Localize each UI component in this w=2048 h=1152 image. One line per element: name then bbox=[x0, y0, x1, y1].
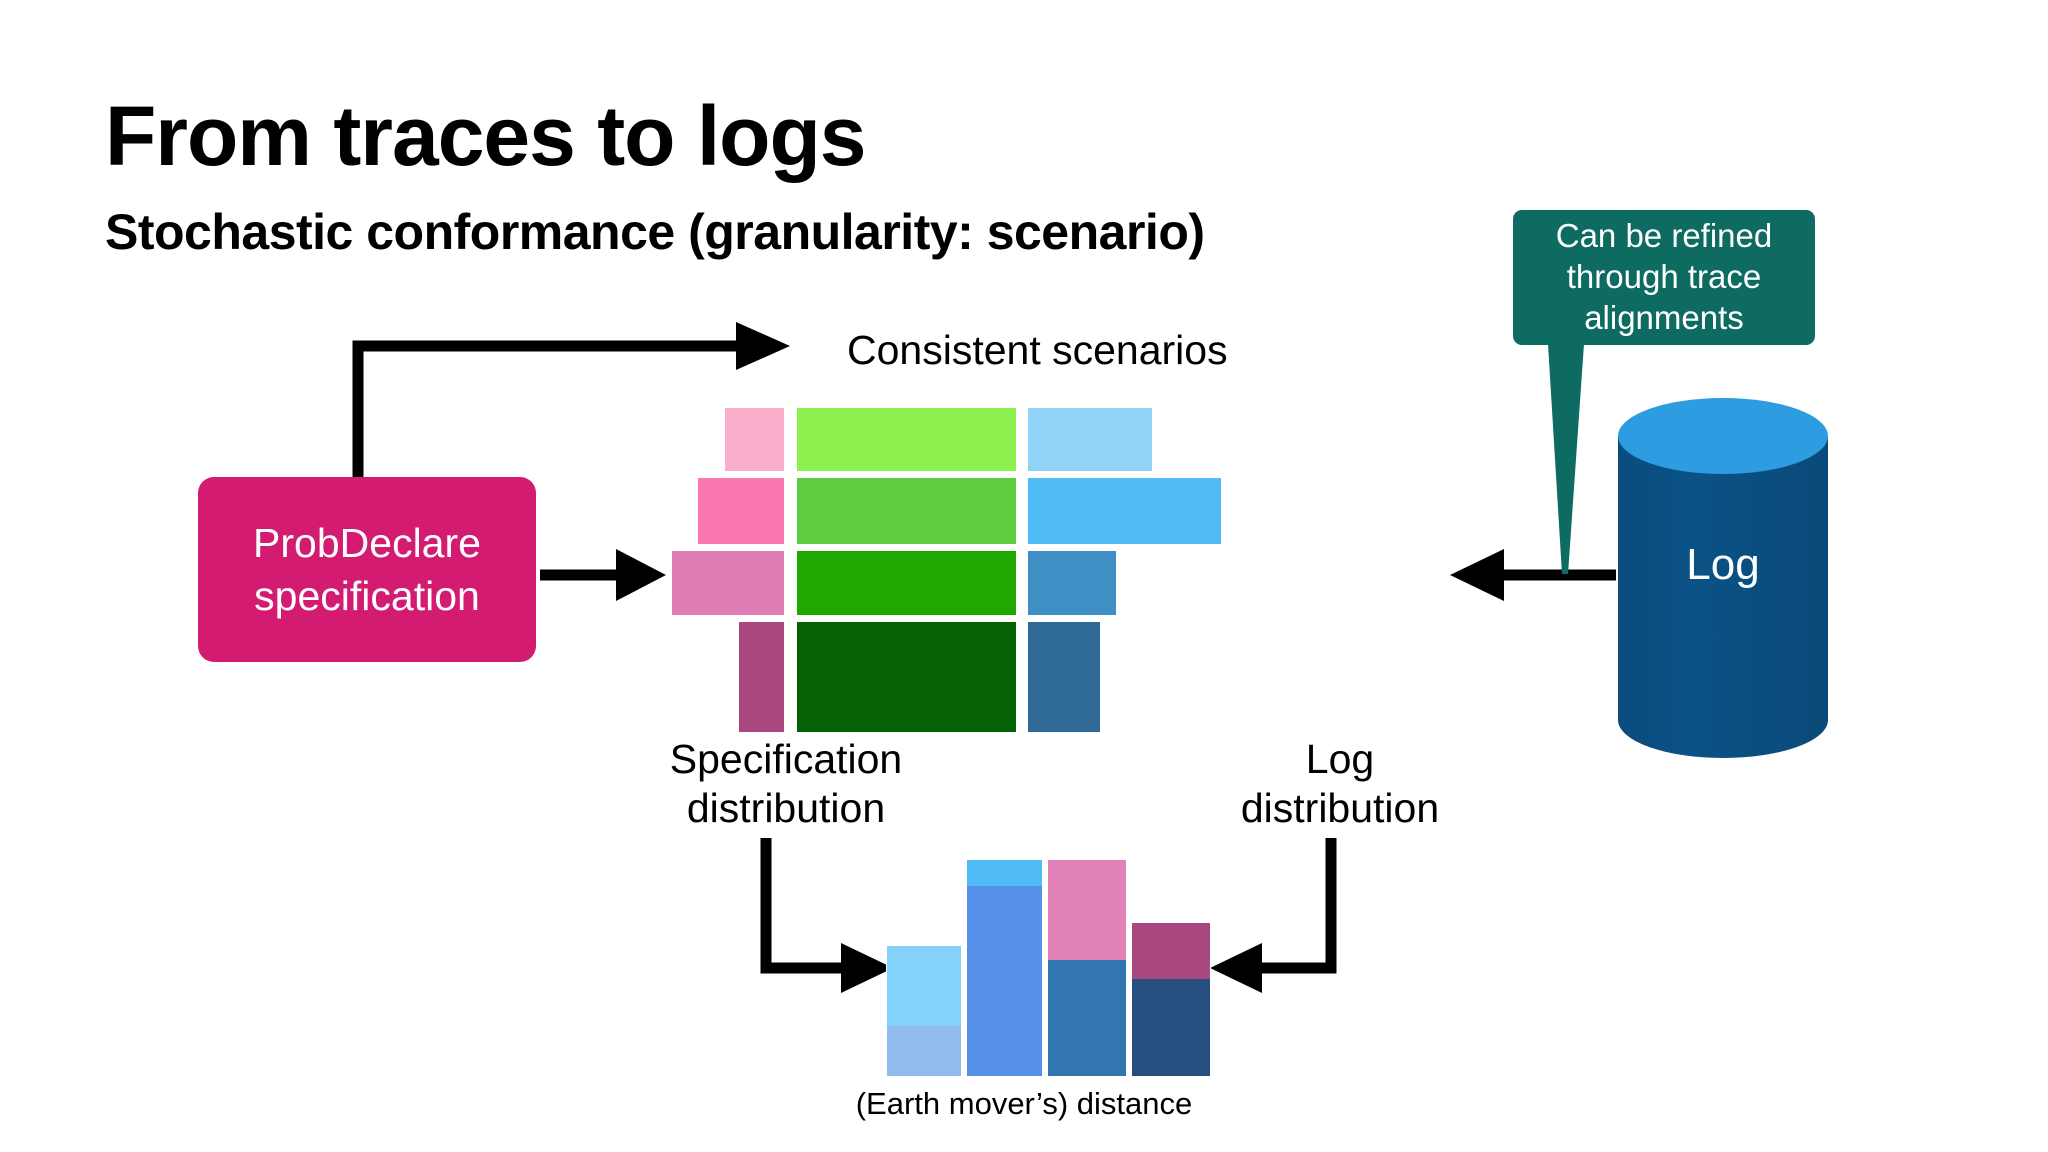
specification-distribution-label: Specification distribution bbox=[636, 735, 936, 833]
trace-alignment-callout: Can be refined through trace alignments bbox=[1513, 210, 1815, 345]
spec-dist-line2: distribution bbox=[686, 785, 886, 832]
arrow-spec-to-consistent bbox=[352, 322, 790, 477]
page-subtitle: Stochastic conformance (granularity: sce… bbox=[105, 204, 1205, 260]
scenario-bar-1 bbox=[795, 406, 1018, 473]
spec-dist-line1: Specification bbox=[669, 736, 903, 782]
log-bar-3 bbox=[1026, 549, 1118, 617]
spec-bar-2 bbox=[696, 476, 786, 546]
probdeclare-specification-box[interactable]: ProbDeclare specification bbox=[198, 477, 536, 662]
emd-bar-1-top bbox=[886, 946, 962, 1026]
emd-bar-2-bottom bbox=[966, 886, 1043, 1076]
emd-bar-1-bottom bbox=[886, 1026, 962, 1076]
spec-box-label: ProbDeclare specification bbox=[253, 517, 481, 622]
log-dist-line1: Log bbox=[1305, 736, 1375, 782]
emd-bar-1 bbox=[886, 946, 962, 1076]
arrow-spec-to-chart bbox=[540, 549, 666, 601]
scenario-bar-2 bbox=[795, 476, 1018, 546]
consistent-scenarios-label: Consistent scenarios bbox=[847, 327, 1228, 373]
spec-bar-1 bbox=[723, 406, 786, 473]
spec-bar-3 bbox=[670, 549, 786, 617]
log-database-cylinder-icon[interactable] bbox=[1618, 398, 1828, 758]
arrow-logdist-to-emd bbox=[1210, 838, 1337, 993]
log-cylinder-label: Log bbox=[1686, 540, 1760, 589]
spec-box-line1: ProbDeclare bbox=[253, 520, 481, 567]
scenario-bar-4 bbox=[795, 620, 1018, 734]
arrow-specdist-to-emd bbox=[760, 838, 893, 993]
emd-bar-3 bbox=[1047, 860, 1127, 1076]
emd-bar-4 bbox=[1131, 923, 1211, 1076]
earth-movers-distance-chart bbox=[886, 860, 1216, 1076]
emd-bar-2 bbox=[966, 860, 1043, 1076]
callout-line2: through trace bbox=[1566, 258, 1762, 296]
log-bar-2 bbox=[1026, 476, 1223, 546]
page-title: From traces to logs bbox=[105, 89, 867, 183]
scenario-bar-3 bbox=[795, 549, 1018, 617]
log-dist-line2: distribution bbox=[1240, 785, 1440, 832]
spec-bar-4 bbox=[737, 620, 786, 734]
emd-bar-2-top bbox=[966, 860, 1043, 886]
callout-line1: Can be refined bbox=[1555, 217, 1773, 255]
callout-text: Can be refined through trace alignments bbox=[1556, 216, 1772, 339]
emd-bar-3-top bbox=[1047, 860, 1127, 960]
spec-box-line2: specification bbox=[254, 572, 480, 619]
log-distribution-label: Log distribution bbox=[1190, 735, 1490, 833]
emd-bar-4-bottom bbox=[1131, 979, 1211, 1076]
callout-line3: alignments bbox=[1584, 298, 1744, 336]
arrow-log-to-chart bbox=[1450, 549, 1616, 601]
emd-bar-3-bottom bbox=[1047, 960, 1127, 1076]
log-bar-1 bbox=[1026, 406, 1154, 473]
emd-bar-4-top bbox=[1131, 923, 1211, 979]
callout-tail-icon bbox=[1548, 344, 1584, 574]
earth-movers-distance-caption: (Earth mover’s) distance bbox=[855, 1086, 1193, 1121]
log-bar-4 bbox=[1026, 620, 1102, 734]
